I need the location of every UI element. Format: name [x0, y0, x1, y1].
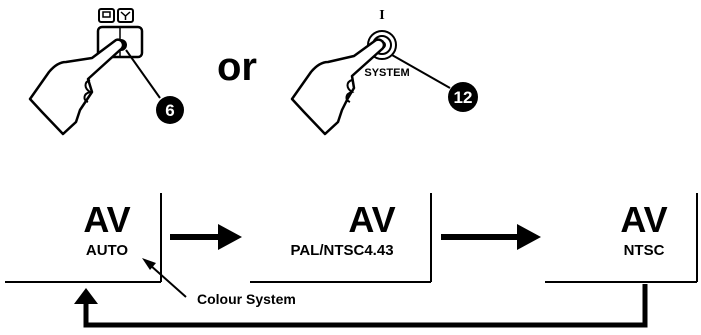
hand-icon-2: [292, 40, 384, 134]
screen-1-mode: AUTO: [86, 242, 129, 259]
colour-system-label: Colour System: [197, 291, 296, 307]
screen-3-mode: NTSC: [624, 242, 665, 259]
or-label: or: [217, 45, 257, 89]
callout-6-number: 6: [165, 101, 174, 120]
screen-2-title: AV: [348, 199, 395, 240]
arrow-right-1: [170, 224, 242, 250]
arrow-right-2: [441, 224, 541, 250]
hand-icon: [30, 40, 123, 134]
screen-3-title: AV: [620, 199, 667, 240]
power-symbol: I: [379, 8, 384, 23]
system-button-label: SYSTEM: [364, 67, 409, 79]
callout-12-number: 12: [454, 88, 473, 107]
screen-av-pal-ntsc443: AV PAL/NTSC4.43: [250, 193, 431, 282]
screen-icon: [99, 9, 114, 22]
screen-1-title: AV: [83, 199, 130, 240]
screen-2-mode: PAL/NTSC4.43: [290, 242, 393, 259]
system-button-illustration: I SYSTEM 12: [292, 8, 478, 134]
screen-av-ntsc: AV NTSC: [545, 193, 697, 282]
remote-button-illustration: 6: [30, 9, 184, 134]
return-loop-arrow: [74, 284, 645, 325]
screen-av-auto: AV AUTO: [5, 193, 161, 282]
